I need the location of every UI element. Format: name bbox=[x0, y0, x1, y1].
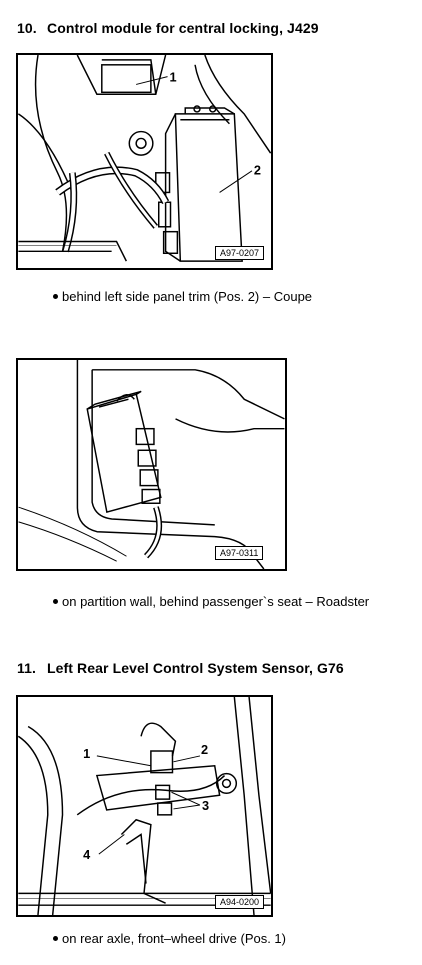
section-title: Control module for central locking, J429 bbox=[47, 20, 319, 36]
caption-text: on rear axle, front–wheel drive (Pos. 1) bbox=[62, 931, 286, 946]
section-heading-11: 11. Left Rear Level Control System Sensor… bbox=[17, 660, 344, 676]
sensor-illustration: 1 2 3 4 bbox=[18, 697, 271, 915]
caption-roadster: on partition wall, behind passenger`s se… bbox=[53, 594, 369, 609]
caption-text: behind left side panel trim (Pos. 2) – C… bbox=[62, 289, 313, 304]
module-illustration-roadster bbox=[18, 360, 285, 569]
callout-4: 4 bbox=[83, 847, 91, 862]
callout-3: 3 bbox=[202, 798, 209, 813]
callout-2: 2 bbox=[201, 742, 208, 757]
section-number: 10. bbox=[17, 20, 37, 36]
section-heading-10: 10. Control module for central locking, J… bbox=[17, 20, 319, 36]
figure-code: A97-0207 bbox=[215, 246, 265, 260]
section-number: 11. bbox=[17, 660, 36, 676]
callout-1: 1 bbox=[170, 70, 177, 85]
module-illustration-coupe: 1 2 bbox=[18, 55, 271, 262]
callout-2: 2 bbox=[254, 163, 261, 178]
caption-level-sensor: on rear axle, front–wheel drive (Pos. 1) bbox=[53, 931, 286, 946]
section-title: Left Rear Level Control System Sensor, G… bbox=[47, 660, 344, 676]
caption-text: on partition wall, behind passenger`s se… bbox=[62, 594, 370, 609]
bullet-dot bbox=[53, 294, 58, 300]
bullet-dot bbox=[53, 599, 58, 605]
bullet-dot bbox=[53, 936, 58, 942]
caption-coupe: behind left side panel trim (Pos. 2) – C… bbox=[53, 289, 312, 304]
figure-level-sensor: 1 2 3 4 A94-0200 bbox=[16, 695, 273, 917]
figure-coupe-module: 1 2 A97-0207 bbox=[16, 53, 273, 270]
callout-1: 1 bbox=[83, 746, 90, 761]
figure-code: A94-0200 bbox=[215, 895, 265, 909]
figure-roadster-module: A97-0311 bbox=[16, 358, 287, 571]
figure-code: A97-0311 bbox=[215, 546, 264, 560]
